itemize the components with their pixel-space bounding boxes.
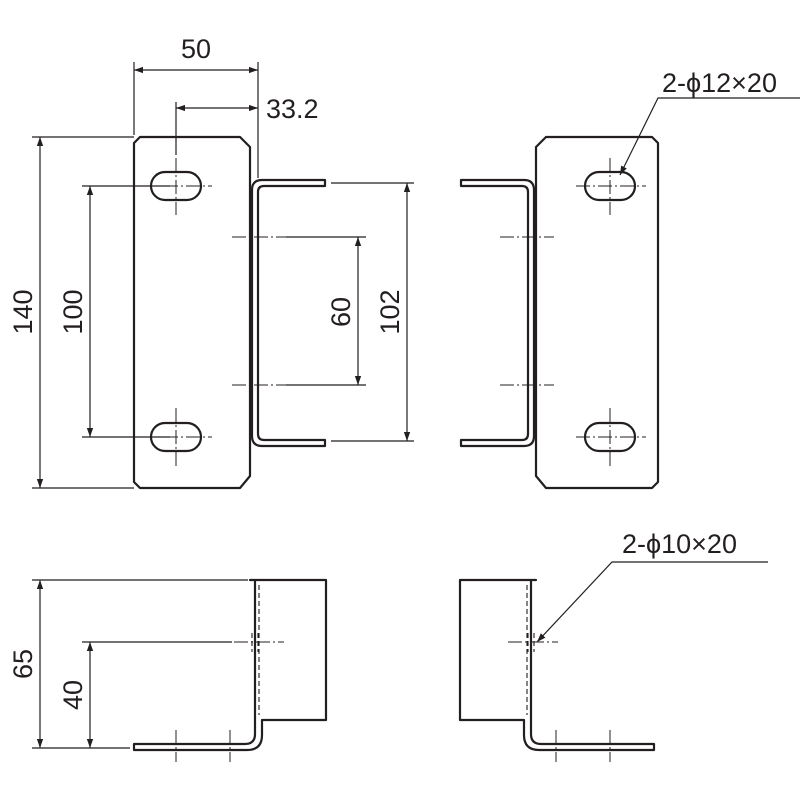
callout-leader-hole [536, 561, 768, 643]
dim-hole-pitch: 100 [58, 289, 88, 334]
mirror-bent-bracket-profile [459, 178, 536, 448]
dim-hole-height: 40 [58, 680, 88, 710]
callout-slot-spec: 2-ϕ12×20 [662, 68, 777, 98]
front-plate-outline [132, 135, 252, 490]
bent-bracket-profile [250, 178, 327, 448]
mirror-side-view-outline [458, 578, 656, 752]
dim-width-total: 50 [181, 34, 211, 64]
mirror-plate-outline [534, 135, 660, 490]
dim-bracket-height: 102 [375, 289, 405, 334]
side-view-mirrored: 2-ϕ10×20 [458, 529, 768, 762]
dim-height-total: 140 [8, 289, 38, 334]
side-view: 65 40 [8, 578, 328, 762]
callout-leader-slot [619, 97, 800, 176]
side-view-outline [132, 578, 328, 752]
dim-inner-pitch: 60 [326, 297, 356, 327]
front-view: 50 33.2 140 100 60 102 [8, 34, 414, 490]
callout-hole-spec: 2-ϕ10×20 [622, 529, 737, 559]
front-view-mirrored: 2-ϕ12×20 [459, 68, 800, 490]
dim-side-height: 65 [8, 649, 38, 679]
dim-offset: 33.2 [266, 94, 319, 124]
